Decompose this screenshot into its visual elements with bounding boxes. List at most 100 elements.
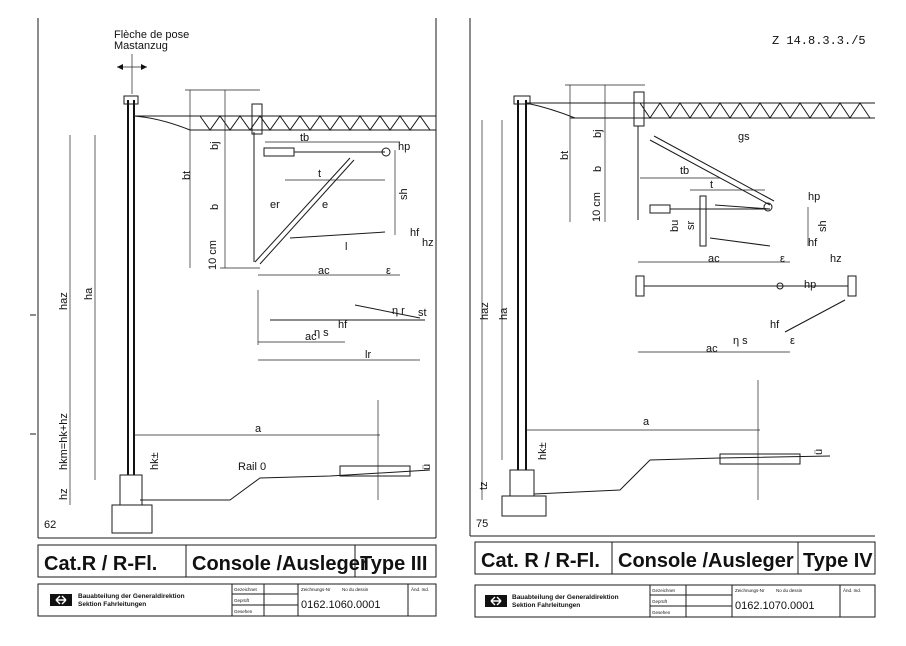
detail-clamp (776, 282, 784, 290)
detail-clamp (635, 275, 645, 297)
truss-clamp (633, 91, 645, 127)
truss-line (525, 102, 576, 119)
page-number-right: 75 (476, 518, 488, 530)
title-type-right: Type IV (803, 550, 873, 572)
info-block-left (37, 583, 437, 617)
label-rail: Rail 0 (238, 461, 266, 473)
label-hp: hp (398, 141, 410, 153)
title-type-left: Type III (360, 553, 427, 575)
registration-arm (709, 237, 771, 247)
label-sh: sh (398, 188, 410, 200)
main-tube (259, 159, 355, 265)
label-bt: bt (181, 171, 193, 180)
label-e: e (322, 199, 328, 211)
org-line1-right: Bauabteilung der Generaldirektion (512, 594, 619, 601)
label-bu: bu (669, 220, 681, 232)
row-label-0-right: Gezeichnet (652, 588, 676, 593)
ground-line (140, 469, 431, 501)
drawing-no-label-left: Zeichnungs-Nr (301, 587, 331, 592)
reference-right: Z 14.8.3.3./5 (772, 34, 866, 48)
label-er: er (270, 199, 280, 211)
stay-tube (649, 204, 671, 214)
truss-line (133, 115, 191, 131)
label-hf-r: hf (808, 237, 818, 249)
gs-tube (653, 135, 775, 202)
track (339, 465, 411, 477)
label-t: t (318, 168, 321, 180)
title-cat-left: Cat.R / R-Fl. (44, 553, 157, 575)
contact-clamp (381, 147, 391, 157)
label-b: b (209, 204, 221, 210)
label-st: st (418, 307, 427, 319)
truss-lattice (639, 102, 871, 119)
label-bt-r: bt (559, 151, 571, 160)
detail-clamp (847, 275, 857, 297)
label-ha: ha (83, 287, 95, 300)
label-hp-r: hp (808, 191, 820, 203)
label-hkm: hkm=hk+hz (58, 413, 70, 470)
label-eta-s-r: η s (733, 335, 748, 347)
label-hk-r: hk± (537, 442, 549, 460)
label-a-r: a (643, 416, 650, 428)
mast-top (123, 95, 139, 105)
label-hz-s: hz (830, 253, 842, 265)
label-ac2-r: ac (706, 343, 718, 355)
rev-label-left: Änd. Ind. (411, 586, 429, 592)
label-hf: hf (410, 227, 420, 239)
org-line1-left: Bauabteilung der Generaldirektion (78, 593, 185, 600)
rev-label-right: Änd. Ind. (843, 587, 861, 593)
label-tb: tb (300, 132, 309, 144)
drawing-no-left: 0162.1060.0001 (301, 599, 381, 611)
label-hz-r: hz (422, 237, 434, 249)
arrow-label-fr: Flèche de pose (114, 29, 189, 41)
label-tz: tz (478, 481, 490, 490)
stay-tube (263, 147, 295, 157)
row-label-0-left: Gezeichnet (234, 587, 258, 592)
row-label-1-left: Geprüft (234, 598, 250, 603)
label-eps: ε (386, 265, 391, 277)
label-sh-r: sh (817, 220, 829, 232)
title-block-left (37, 544, 437, 578)
left-sheet: Flèche de pose Mastanzug bj bt b 10 cm t… (37, 18, 437, 617)
label-bj: bj (209, 141, 221, 150)
mast-top (513, 95, 531, 105)
title-cat-right: Cat. R / R-Fl. (481, 550, 600, 572)
title-console-right: Console /Ausleger (618, 550, 794, 572)
label-haz-r: haz (479, 302, 491, 320)
foundation (501, 495, 547, 517)
label-ac: ac (318, 265, 330, 277)
label-lr: lr (365, 349, 371, 361)
label-eps2-r: ε (790, 335, 795, 347)
stay-tube (714, 204, 771, 210)
drawing-no-right: 0162.1070.0001 (735, 600, 815, 612)
label-hp2: hp (804, 279, 816, 291)
registration-arm (289, 231, 386, 239)
truss-lattice (199, 115, 431, 131)
detail-arm (354, 304, 421, 319)
title-block-right (474, 541, 876, 575)
row-label-2-right: Gesehen (652, 610, 671, 615)
row-label-2-left: Gesehen (234, 609, 253, 614)
gs-tube (649, 139, 771, 206)
label-b-r: b (592, 166, 604, 172)
label-hf2: hf (338, 319, 348, 331)
main-tube (254, 157, 351, 263)
label-bj-r: bj (592, 129, 604, 138)
track (719, 453, 801, 465)
row-label-1-right: Geprüft (652, 599, 668, 604)
page-number-left: 62 (44, 519, 56, 531)
label-10cm-r: 10 cm (591, 192, 603, 222)
label-a: a (255, 423, 262, 435)
label-t-r: t (710, 179, 713, 191)
contact-clamp (763, 202, 773, 212)
foundation (119, 474, 143, 506)
label-gs: gs (738, 131, 750, 143)
label-u-r: ü (813, 449, 825, 455)
drawing-no-label2-left: No du dessin (342, 587, 369, 592)
label-haz: haz (58, 292, 70, 310)
label-ac-r: ac (708, 253, 720, 265)
foundation (111, 504, 153, 534)
label-ac2: ac (305, 331, 317, 343)
sbb-logo-icon (50, 594, 72, 606)
